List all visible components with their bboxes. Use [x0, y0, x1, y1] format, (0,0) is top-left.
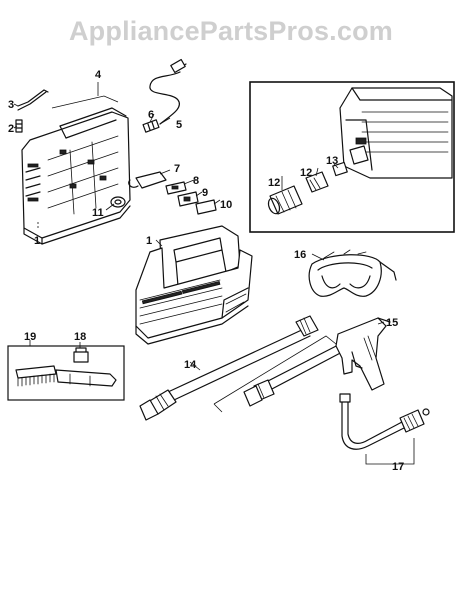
part-14-high-pressure-hose — [139, 315, 337, 421]
part-label-19: 19 — [24, 331, 36, 343]
part-label-16: 17 — [392, 461, 404, 473]
part-9-block — [177, 191, 199, 207]
part-label-17: 16 — [294, 249, 306, 261]
part-label-1-rear: 1 — [34, 235, 40, 247]
part-label-14: 14 — [184, 359, 197, 371]
part-10-cap — [195, 199, 217, 215]
part-19-brush-box — [7, 345, 125, 401]
part-label-12-small: 12 — [300, 167, 312, 179]
part-label-9: 9 — [202, 187, 208, 199]
part-label-1-front: 1 — [146, 235, 152, 247]
part-label-5: 5 — [176, 119, 182, 131]
part-label-7: 7 — [174, 163, 180, 175]
inset-pump-detail — [249, 81, 455, 233]
part-label-10: 10 — [220, 199, 232, 211]
part-6-strain-relief — [142, 119, 160, 133]
leader-4b — [51, 95, 119, 109]
part-label-4: 4 — [95, 69, 102, 81]
housing-front-view — [135, 225, 253, 345]
part-18-brush-adapter — [73, 347, 89, 363]
part-15-spray-gun — [243, 317, 391, 407]
part-label-12-large: 12 — [268, 177, 280, 189]
part-label-18: 18 — [74, 331, 86, 343]
part-3-tube — [17, 89, 49, 111]
part-label-15: 15 — [386, 317, 398, 329]
part-8-plate — [165, 181, 187, 195]
housing-rear-view — [21, 107, 131, 245]
part-labels: 3 2 4 5 6 7 8 9 10 11 1 1 12 12 13 16 15… — [8, 69, 404, 473]
part-label-6: 6 — [148, 109, 154, 121]
part-11-nut — [110, 196, 126, 208]
watermark-text: AppliancePartsPros.com — [68, 16, 393, 46]
part-label-8: 8 — [193, 175, 199, 187]
part-label-13: 13 — [326, 155, 338, 167]
leader-lines — [13, 103, 385, 371]
part-17-safety-goggles — [308, 249, 397, 297]
part-label-11: 11 — [92, 207, 104, 219]
part-16-inlet-hose — [339, 393, 430, 465]
part-5-power-cord — [149, 58, 187, 125]
part-label-3: 3 — [8, 99, 14, 111]
part-label-2: 2 — [8, 123, 14, 135]
part-7-switch — [128, 171, 167, 189]
part-2-fitting — [15, 119, 23, 133]
